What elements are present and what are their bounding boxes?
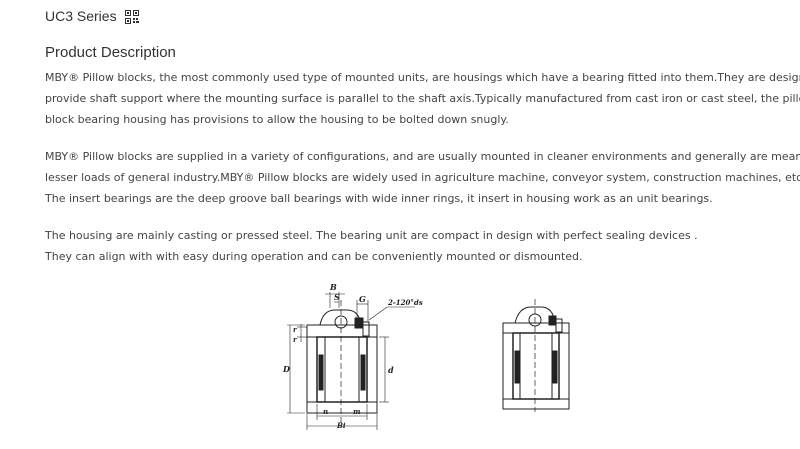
- label-holes: 2-120°ds: [387, 298, 423, 307]
- paragraph-line: The housing are mainly casting or presse…: [45, 229, 698, 242]
- series-title: UC3 Series: [45, 8, 117, 24]
- label-r2: r: [293, 335, 298, 344]
- paragraph-line: lesser loads of general industry.MBY® Pi…: [45, 171, 800, 184]
- qr-code-icon[interactable]: [124, 9, 139, 24]
- label-g: G: [359, 294, 366, 304]
- label-m: m: [353, 407, 360, 416]
- label-s: S: [334, 292, 340, 302]
- paragraph-line: provide shaft support where the mounting…: [45, 92, 800, 105]
- paragraph-line: MBY® Pillow blocks, the most commonly us…: [45, 71, 800, 84]
- paragraph-line: block bearing housing has provisions to …: [45, 113, 509, 126]
- paragraph-line: MBY® Pillow blocks are supplied in a var…: [45, 150, 800, 163]
- description-paragraph-1: MBY® Pillow blocks, the most commonly us…: [45, 67, 800, 130]
- bearing-side-drawing: [495, 293, 580, 413]
- description-paragraph-2: MBY® Pillow blocks are supplied in a var…: [45, 146, 800, 209]
- description-paragraph-3: The housing are mainly casting or presse…: [45, 225, 790, 267]
- label-n: n: [323, 407, 328, 416]
- bearing-dimension-drawing: B S G 2-120°ds r r D d n m Bi: [275, 280, 425, 430]
- section-title: Product Description: [45, 44, 176, 61]
- label-d-inner: d: [388, 365, 394, 375]
- paragraph-line: The insert bearings are the deep groove …: [45, 192, 713, 205]
- label-bi: Bi: [336, 421, 346, 430]
- label-d-outer: D: [282, 364, 290, 374]
- paragraph-line: They can align with with easy during ope…: [45, 250, 583, 263]
- label-b: B: [329, 282, 337, 292]
- series-header: UC3 Series: [45, 8, 139, 24]
- label-r1: r: [293, 325, 298, 334]
